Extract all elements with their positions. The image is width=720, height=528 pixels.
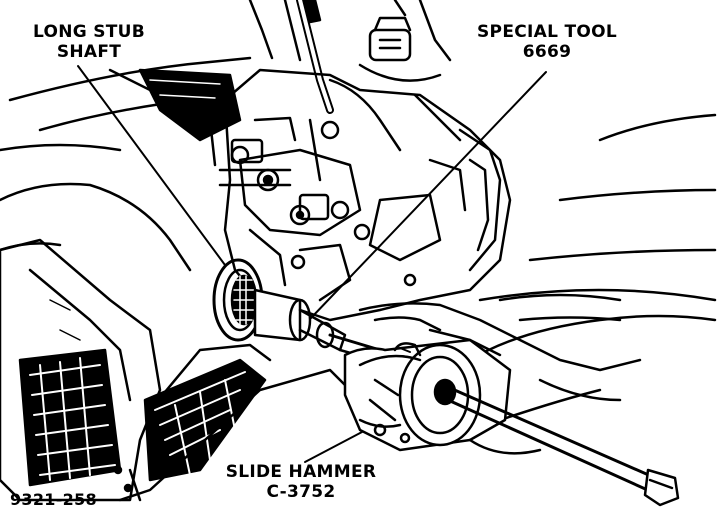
label-special-tool-line2: 6669 bbox=[522, 42, 572, 62]
leader-lines bbox=[77, 65, 547, 463]
leader-special-tool bbox=[310, 71, 547, 319]
slide-hammer bbox=[328, 333, 512, 452]
label-slide-hammer: SLIDE HAMMER C-3752 bbox=[206, 462, 396, 502]
harness-cable bbox=[308, 78, 462, 182]
label-slide-hammer-line1: SLIDE HAMMER bbox=[225, 462, 377, 482]
hammer-rod bbox=[446, 386, 680, 507]
special-tool-adapter bbox=[253, 288, 347, 352]
figure-id: 9321-258 bbox=[10, 490, 97, 509]
label-long-stub-shaft-line1: LONG STUB bbox=[32, 22, 146, 42]
fittings bbox=[218, 116, 417, 287]
floor-frame bbox=[95, 343, 352, 502]
technician-hand bbox=[358, 293, 642, 455]
label-special-tool-line1: SPECIAL TOOL bbox=[477, 22, 617, 42]
label-slide-hammer-line2: C-3752 bbox=[266, 482, 336, 502]
hatched-block-left bbox=[18, 348, 122, 487]
wire-connector bbox=[358, 0, 452, 82]
label-long-stub-shaft: LONG STUB SHAFT bbox=[14, 22, 164, 62]
hatched-block-center bbox=[143, 358, 267, 482]
label-long-stub-shaft-line2: SHAFT bbox=[56, 42, 122, 62]
transmission-housing bbox=[223, 68, 512, 322]
leader-stub-shaft bbox=[77, 65, 226, 266]
leader-slide-hammer bbox=[304, 431, 363, 463]
label-special-tool: SPECIAL TOOL 6669 bbox=[462, 22, 632, 62]
fender-trim bbox=[138, 68, 242, 142]
upper-hose bbox=[248, 0, 334, 114]
